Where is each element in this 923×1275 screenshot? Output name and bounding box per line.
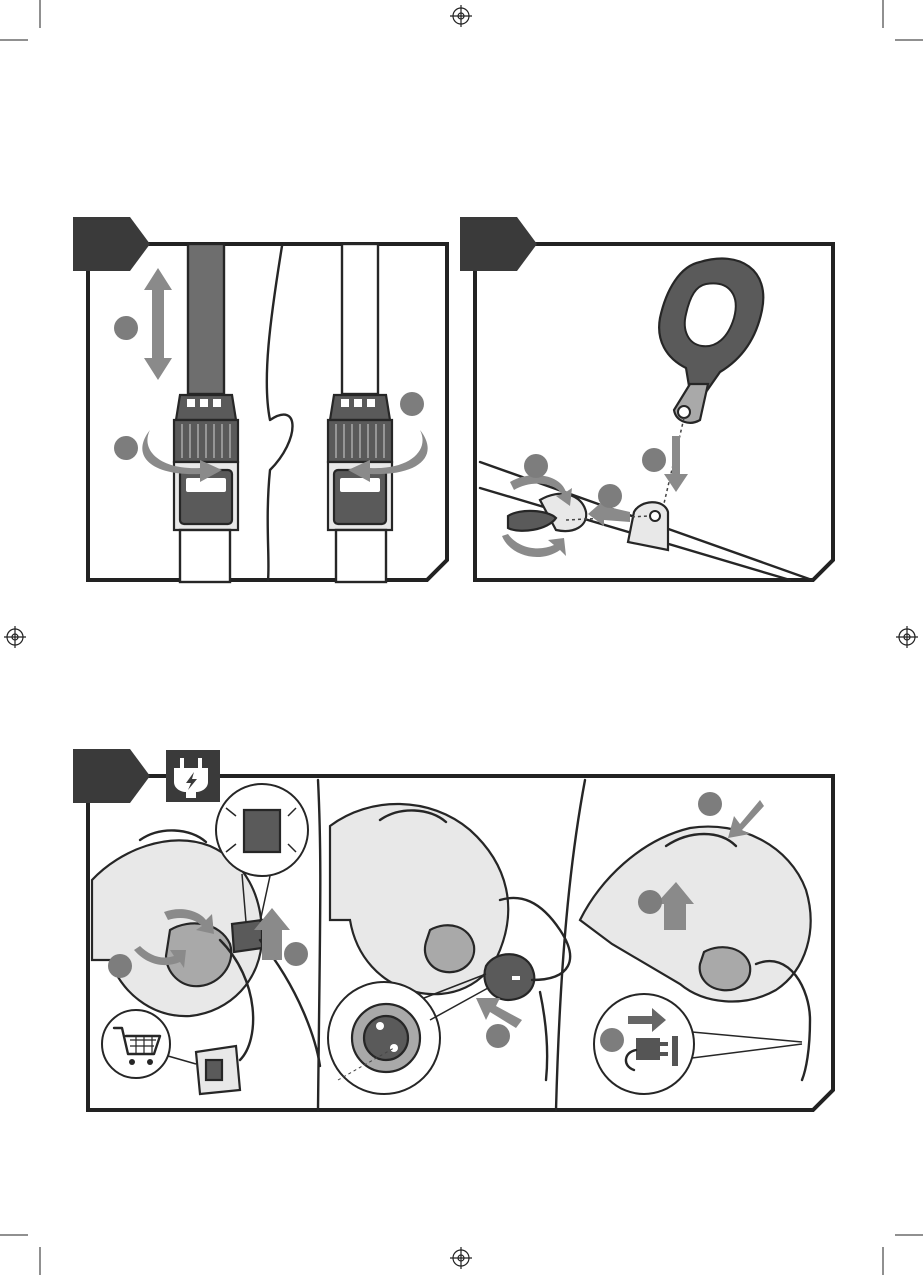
shopping-cart-icon [102,1010,170,1078]
step-marker [108,954,132,978]
step-marker [486,1024,510,1048]
step-marker [284,942,308,966]
step-marker [600,1028,624,1052]
step-marker [698,792,722,816]
plug-lightning-icon [166,750,220,802]
step-marker [638,890,662,914]
